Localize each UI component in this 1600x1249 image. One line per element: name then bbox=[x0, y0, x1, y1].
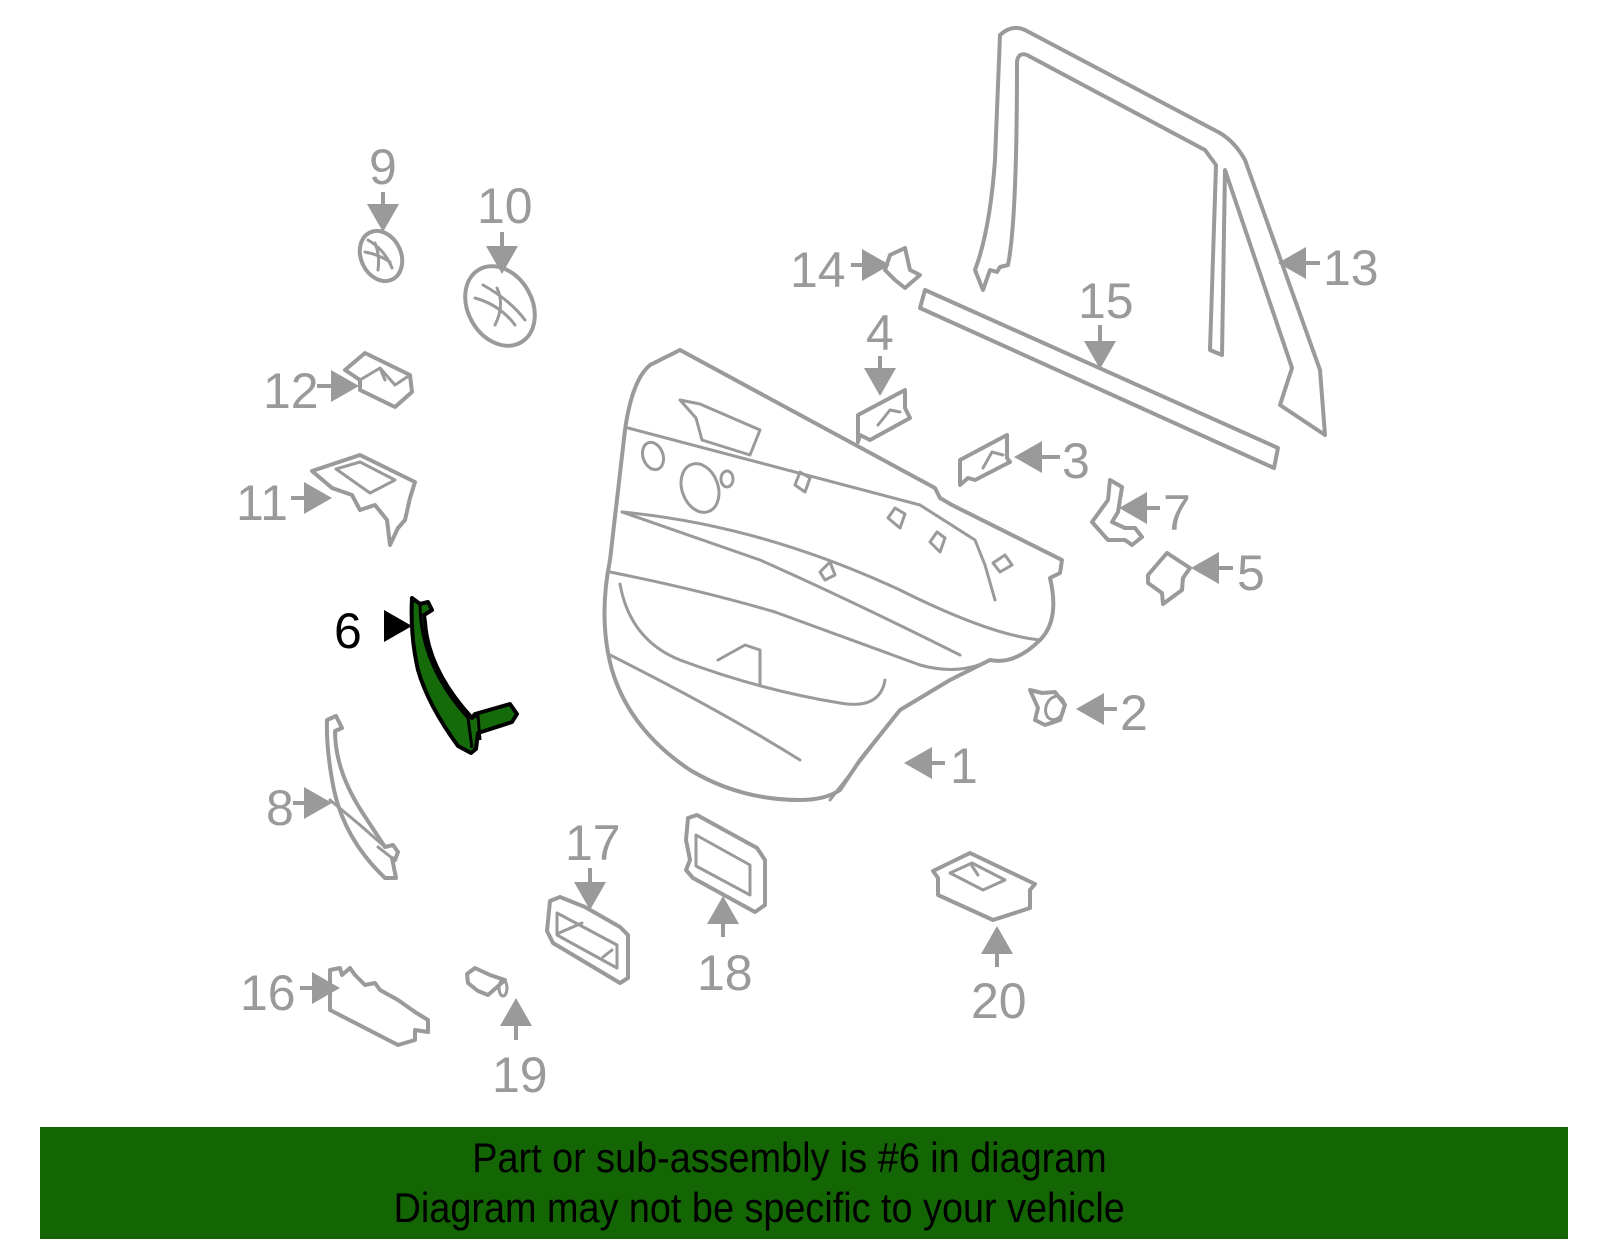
callout-12: 12 bbox=[263, 363, 359, 419]
part-7-bracket[interactable] bbox=[1090, 478, 1144, 547]
part-13-window-frame[interactable] bbox=[973, 25, 1327, 437]
callout-16: 16 bbox=[240, 965, 340, 1021]
part-9-speaker-grille[interactable] bbox=[352, 224, 410, 288]
svg-text:2: 2 bbox=[1120, 685, 1148, 741]
svg-text:20: 20 bbox=[971, 973, 1027, 1029]
callout-18: 18 bbox=[697, 896, 753, 1001]
callout-11: 11 bbox=[236, 475, 332, 531]
part-5-bracket[interactable] bbox=[1146, 551, 1192, 606]
part-8-grab-handle-cover[interactable] bbox=[324, 714, 400, 880]
svg-text:7: 7 bbox=[1163, 485, 1191, 541]
part-12-switch[interactable] bbox=[343, 351, 414, 409]
svg-text:13: 13 bbox=[1323, 240, 1379, 296]
svg-text:11: 11 bbox=[236, 475, 288, 531]
callout-5: 5 bbox=[1191, 545, 1265, 601]
svg-text:8: 8 bbox=[266, 780, 294, 836]
part-11-switch-bezel[interactable] bbox=[310, 453, 417, 547]
callout-19: 19 bbox=[492, 998, 548, 1103]
callout-14: 14 bbox=[790, 242, 890, 298]
callout-1: 1 bbox=[904, 738, 978, 794]
info-banner: Part or sub-assembly is #6 in diagram Di… bbox=[40, 1127, 1568, 1239]
callout-10: 10 bbox=[477, 178, 533, 274]
svg-text:4: 4 bbox=[866, 305, 894, 361]
callout-4: 4 bbox=[864, 305, 896, 396]
part-15-belt-molding[interactable] bbox=[918, 288, 1280, 470]
callout-2: 2 bbox=[1076, 685, 1148, 741]
callout-15: 15 bbox=[1078, 273, 1134, 369]
part-17-bezel[interactable] bbox=[545, 895, 630, 985]
svg-text:6: 6 bbox=[334, 603, 362, 659]
part-14-clip[interactable] bbox=[883, 246, 922, 290]
callout-6: 6 bbox=[334, 603, 412, 659]
svg-text:15: 15 bbox=[1078, 273, 1134, 329]
callout-3: 3 bbox=[1014, 433, 1090, 489]
svg-text:14: 14 bbox=[790, 242, 846, 298]
part-2-clip[interactable] bbox=[1028, 688, 1068, 727]
svg-text:19: 19 bbox=[492, 1047, 548, 1103]
svg-text:9: 9 bbox=[369, 139, 397, 195]
callout-13: 13 bbox=[1278, 240, 1379, 296]
svg-text:3: 3 bbox=[1062, 433, 1090, 489]
part-6-grab-handle-highlighted[interactable] bbox=[409, 596, 519, 755]
part-10-speaker-grille[interactable] bbox=[451, 254, 548, 359]
callout-20: 20 bbox=[971, 926, 1027, 1029]
svg-text:10: 10 bbox=[477, 178, 533, 234]
svg-text:12: 12 bbox=[263, 363, 319, 419]
callout-17: 17 bbox=[565, 815, 621, 910]
banner-part-notice: Part or sub-assembly is #6 in diagram bbox=[471, 1134, 1107, 1181]
part-18-bezel[interactable] bbox=[684, 813, 767, 914]
callout-7: 7 bbox=[1119, 485, 1191, 541]
part-16-switch-housing[interactable] bbox=[328, 966, 430, 1047]
part-19-bulb[interactable] bbox=[465, 966, 509, 998]
callout-9: 9 bbox=[367, 139, 399, 232]
svg-text:17: 17 bbox=[565, 815, 621, 871]
part-20-switch-cap[interactable] bbox=[931, 851, 1037, 922]
callout-8: 8 bbox=[266, 780, 332, 836]
part-3-bracket[interactable] bbox=[958, 433, 1012, 487]
svg-text:18: 18 bbox=[697, 945, 753, 1001]
part-4-bracket[interactable] bbox=[856, 388, 912, 444]
part-1-door-trim-panel[interactable] bbox=[602, 348, 1064, 802]
svg-text:5: 5 bbox=[1237, 545, 1265, 601]
svg-text:16: 16 bbox=[240, 965, 296, 1021]
svg-text:1: 1 bbox=[950, 738, 978, 794]
banner-disclaimer: Diagram may not be specific to your vehi… bbox=[393, 1184, 1125, 1231]
